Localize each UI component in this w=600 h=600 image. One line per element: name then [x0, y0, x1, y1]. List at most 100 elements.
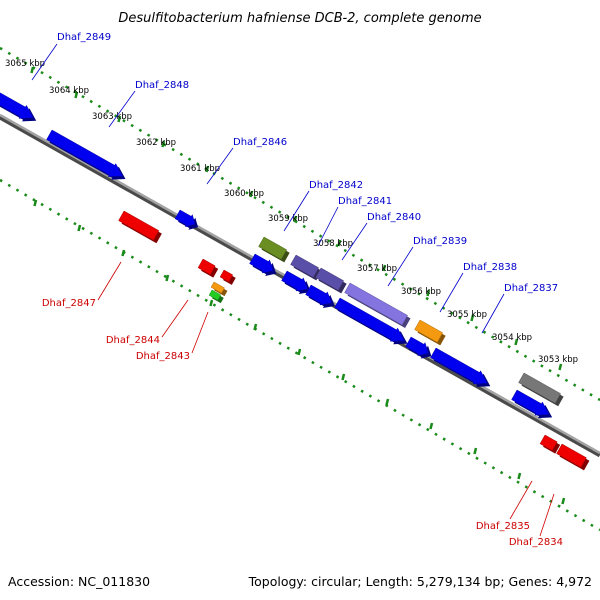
feature-dhaf-2838[interactable] — [414, 319, 446, 346]
scale-tick — [517, 472, 522, 480]
scale-tick — [297, 348, 302, 356]
gene-label-layer: Dhaf_2849Dhaf_2848Dhaf_2846Dhaf_2842Dhaf… — [42, 32, 563, 548]
scale-tick — [121, 249, 126, 257]
leader-line — [387, 246, 414, 287]
scale-label: 3055 kbp — [447, 310, 487, 320]
feature-dhaf-2834[interactable] — [556, 443, 590, 471]
feature-dhaf-2846[interactable] — [174, 209, 198, 230]
scale-tick — [253, 323, 258, 331]
gene-label-dhaf-2848[interactable]: Dhaf_2848 — [135, 80, 189, 91]
scale-tick — [30, 66, 35, 74]
scale-label: 3064 kbp — [49, 86, 89, 96]
feature-dhaf-2848-body — [46, 129, 123, 177]
feature-dhaf-2844-body — [197, 258, 216, 275]
feature-dhaf-2843[interactable] — [208, 289, 224, 304]
feature-dhaf-2837-body — [430, 347, 488, 385]
feature-dhaf-2839b-body — [281, 270, 309, 292]
feature-dhaf-2837a[interactable] — [405, 336, 432, 359]
leader-line — [191, 311, 209, 354]
scale-label: 3059 kbp — [268, 214, 308, 224]
gene-label-dhaf-2838[interactable]: Dhaf_2838 — [463, 262, 517, 273]
feature-dhaf-2842[interactable] — [258, 236, 290, 263]
gene-label-dhaf-2849[interactable]: Dhaf_2849 — [57, 32, 111, 43]
feature-layer — [0, 86, 590, 471]
feature-dhaf-2835[interactable] — [539, 434, 561, 454]
feature-dhaf-2844[interactable] — [197, 258, 219, 278]
scale-label: 3057 kbp — [357, 264, 397, 274]
feature-dhaf-2837[interactable] — [430, 347, 491, 387]
feature-orange-small-body — [210, 281, 225, 294]
gene-label-dhaf-2843[interactable]: Dhaf_2843 — [136, 351, 190, 362]
feature-dhaf-2841[interactable] — [290, 254, 322, 281]
scale-tick — [337, 239, 342, 247]
feature-dhaf-2842-body — [258, 236, 287, 260]
scale-tick — [473, 447, 478, 455]
leader-line — [161, 299, 189, 338]
feature-dhaf-2834-body — [556, 443, 587, 468]
feature-dhaf-2849-body — [0, 92, 34, 119]
leader-line — [97, 261, 122, 301]
feature-dhaf-2840-body — [344, 282, 408, 326]
feature-dhaf-2847-body — [118, 210, 160, 241]
feature-dhaf-2838-body — [414, 319, 443, 343]
feature-gray[interactable] — [518, 372, 564, 407]
gene-label-dhaf-2846[interactable]: Dhaf_2846 — [233, 137, 287, 148]
gene-label-dhaf-2837[interactable]: Dhaf_2837 — [504, 283, 558, 294]
feature-dhaf-2848[interactable] — [46, 129, 126, 180]
gene-label-dhaf-2835[interactable]: Dhaf_2835 — [476, 521, 530, 532]
feature-dhaf-2837a-body — [405, 336, 429, 357]
scale-label: 3060 kbp — [224, 189, 264, 199]
scale-tick — [426, 289, 431, 297]
feature-dhaf-2839[interactable] — [334, 297, 408, 345]
scale-tick — [74, 91, 79, 99]
scale-tick — [429, 422, 434, 430]
feature-blue-right[interactable] — [511, 389, 553, 419]
scale-label: 3053 kbp — [538, 355, 578, 365]
leader-layer — [31, 43, 555, 537]
scale-tick — [205, 165, 210, 173]
feature-dhaf-2839c[interactable] — [305, 284, 335, 308]
gene-label-dhaf-2834[interactable]: Dhaf_2834 — [509, 537, 563, 548]
scale-tick — [341, 373, 346, 381]
feature-dhaf-2839a-body — [249, 253, 274, 274]
scale-tick — [165, 274, 170, 282]
scale-tick — [209, 299, 214, 307]
gene-label-dhaf-2839[interactable]: Dhaf_2839 — [413, 236, 467, 247]
scale-label: 3061 kbp — [180, 164, 220, 174]
leader-line — [439, 272, 464, 313]
feature-dhaf-2835-body — [539, 434, 558, 451]
scale-tick — [561, 497, 566, 505]
feature-dhaf-2849[interactable] — [0, 86, 37, 122]
feature-blue-right-body — [511, 389, 550, 416]
gene-label-dhaf-2842[interactable]: Dhaf_2842 — [309, 180, 363, 191]
feature-dhaf-2840[interactable] — [344, 282, 411, 328]
feature-dhaf-2841b[interactable] — [315, 267, 347, 294]
leader-line — [509, 480, 533, 520]
lower-scale-track — [0, 178, 600, 532]
feature-dhaf-2847[interactable] — [118, 210, 162, 244]
scale-tick — [77, 224, 82, 232]
scale-label: 3065 kbp — [5, 59, 45, 69]
gene-label-dhaf-2841[interactable]: Dhaf_2841 — [338, 196, 392, 207]
feature-dhaf-2841-body — [290, 254, 319, 278]
feature-red-small-body — [219, 269, 234, 283]
scale-tick — [33, 199, 38, 207]
feature-dhaf-2843-body — [208, 289, 222, 301]
gene-label-dhaf-2844[interactable]: Dhaf_2844 — [106, 335, 160, 346]
map-title: Desulfitobacterium hafniense DCB-2, comp… — [118, 11, 481, 26]
scale-tick — [558, 363, 563, 371]
accession-text: Accession: NC_011830 — [8, 574, 150, 589]
feature-dhaf-2839b[interactable] — [281, 270, 311, 294]
scale-tick — [161, 140, 166, 148]
feature-orange-small[interactable] — [210, 281, 228, 297]
scale-label: 3062 kbp — [136, 138, 176, 148]
scale-label: 3058 kbp — [313, 239, 353, 249]
scale-label: 3056 kbp — [401, 287, 441, 297]
feature-gray-body — [518, 372, 561, 404]
feature-red-small[interactable] — [219, 269, 236, 285]
feature-dhaf-2839a[interactable] — [249, 253, 277, 276]
gene-label-dhaf-2847[interactable]: Dhaf_2847 — [42, 298, 96, 309]
gene-label-dhaf-2840[interactable]: Dhaf_2840 — [367, 212, 421, 223]
